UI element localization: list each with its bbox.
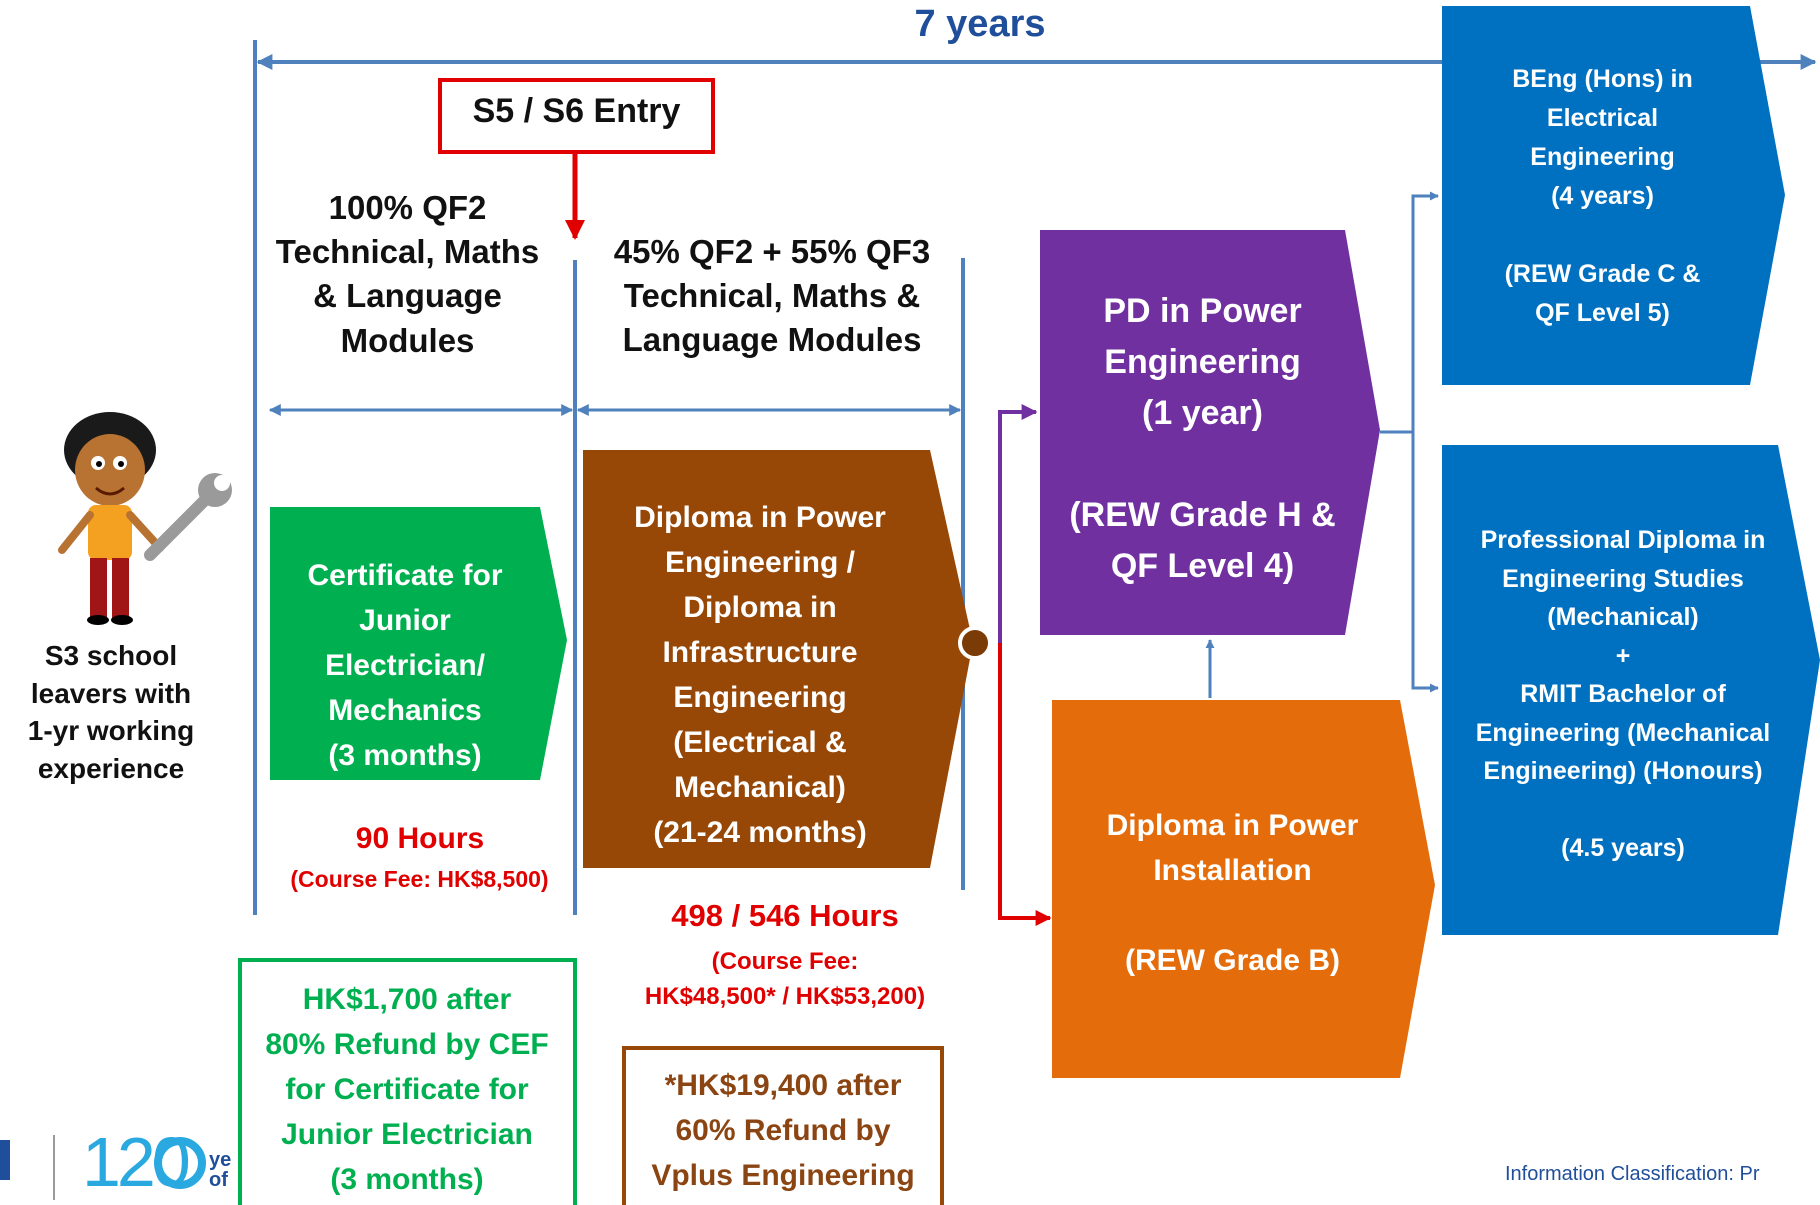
stage-qf3-label: 45% QF2 + 55% QF3 Technical, Maths & Lan…	[613, 233, 931, 359]
classification-label: Information Classification: Pr	[1505, 1163, 1760, 1185]
cert-hours: 90 Hours	[355, 822, 485, 855]
entry-label: S5 / S6 Entry	[472, 92, 681, 130]
branch-node	[958, 626, 992, 660]
purple-connector	[998, 404, 1038, 643]
pd-mech-label: Professional Diploma in Engineering Stud…	[1475, 526, 1771, 862]
vplus-refund-text: *HK$19,400 after 60% Refund by Vplus Eng…	[651, 1069, 915, 1192]
pd-power-shape	[1040, 230, 1380, 635]
cef-refund-text: HK$1,700 after 80% Refund by CEF for Cer…	[265, 983, 549, 1196]
dip-fee: (Course Fee: HK$48,500* / HK$53,200)	[644, 948, 926, 1010]
student-illustration	[58, 412, 232, 625]
student-label: S3 school leavers with 1-yr working expe…	[27, 640, 195, 784]
certificate-shape	[270, 507, 567, 780]
beng-shape	[1442, 6, 1785, 385]
red-connector	[998, 643, 1052, 926]
logo-suffix: ye of	[209, 1149, 232, 1191]
dip-hours: 498 / 546 Hours	[671, 898, 899, 933]
duration-label: 7 years	[914, 3, 1046, 45]
footer-logo	[0, 1135, 206, 1200]
cef-refund-box	[238, 958, 577, 1205]
installation-label: Diploma in Power Installation (REW Grade…	[1106, 809, 1359, 977]
certificate-label: Certificate for Junior Electrician/ Mech…	[307, 559, 503, 772]
vplus-refund-box	[622, 1046, 944, 1205]
pd-power-label: PD in Power Engineering (1 year) (REW Gr…	[1069, 292, 1336, 585]
pd-mech-shape	[1442, 445, 1820, 935]
diploma-label: Diploma in Power Engineering / Diploma i…	[634, 501, 886, 849]
to-beng-connector	[1411, 191, 1439, 432]
logo-number: 120	[82, 1123, 191, 1201]
cert-fee: (Course Fee: HK$8,500)	[290, 866, 549, 892]
installation-shape	[1052, 700, 1435, 1078]
to-pd-mech-connector	[1411, 432, 1439, 693]
stage-qf2-label: 100% QF2 Technical, Maths & Language Mod…	[275, 189, 540, 359]
diploma-shape	[583, 450, 973, 868]
beng-label: BEng (Hons) in Electrical Engineering (4…	[1504, 65, 1701, 327]
